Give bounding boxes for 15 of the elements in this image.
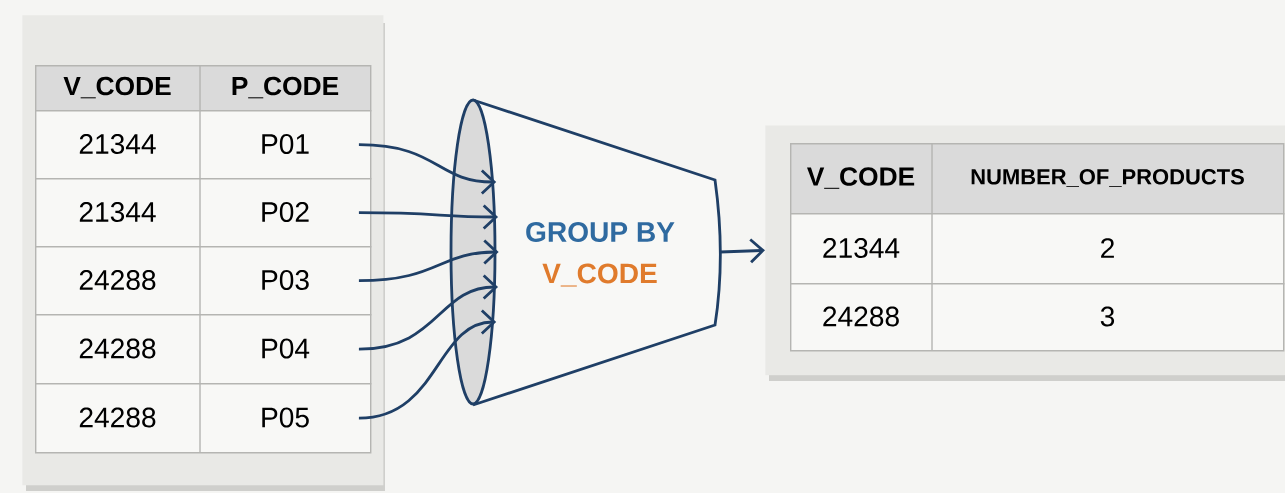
table-row: 24288 3 <box>790 282 1285 352</box>
table-row: 21344 P02 <box>35 177 372 248</box>
table-row: 21344 2 <box>790 212 1285 285</box>
arrow <box>720 238 765 264</box>
arrow <box>358 274 499 351</box>
table-row: 21344 P01 <box>35 109 372 180</box>
table-row: 24288 P05 <box>35 382 372 454</box>
arrow <box>358 239 499 283</box>
table-row: 24288 P04 <box>35 313 372 385</box>
table-header-row: V_CODE P_CODE <box>35 64 372 112</box>
table-header-row: V_CODE NUMBER_OF_PRODUCTS <box>790 142 1285 215</box>
arrow <box>358 143 497 195</box>
arrow <box>358 309 497 420</box>
arrow <box>358 204 499 230</box>
table-row: 24288 P03 <box>35 245 372 316</box>
